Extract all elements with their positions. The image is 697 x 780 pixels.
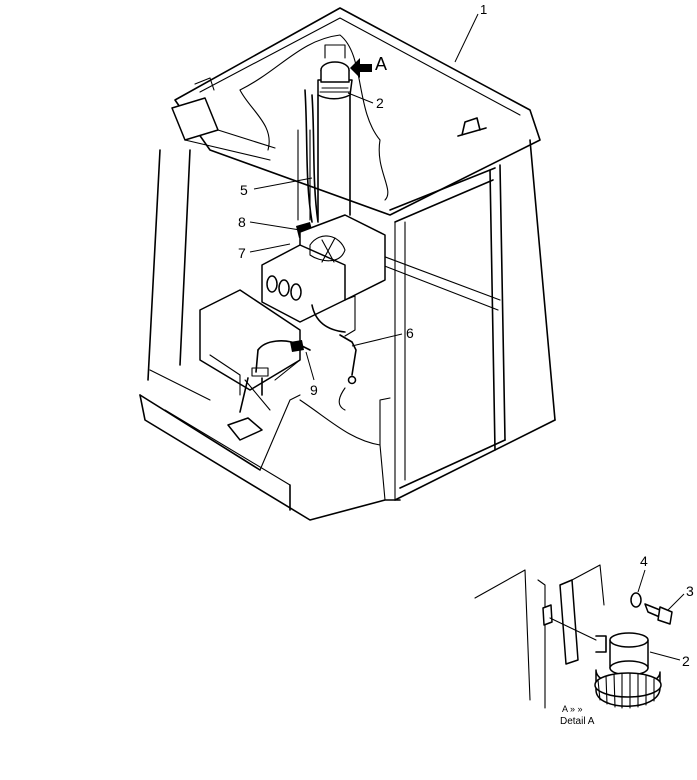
detail-mark: A » » [562,704,583,714]
callout-3: 3 [686,583,694,599]
callout-leaders [249,13,479,381]
cab-body [139,7,556,521]
view-arrow-label: A [375,54,387,74]
callout-7: 7 [238,245,246,261]
view-arrow: A [350,54,387,78]
detail-label: Detail A [560,716,595,727]
callout-6: 6 [406,325,414,341]
callout-2-detail: 2 [682,653,690,669]
detail-a-view [474,564,685,709]
callout-5: 5 [240,182,248,198]
callout-8: 8 [238,214,246,230]
wiring-harness [304,89,319,223]
switch-9 [239,340,311,413]
callout-4: 4 [640,553,648,569]
wire-6 [338,334,357,411]
callout-1: 1 [480,2,487,17]
callout-2: 2 [376,95,384,111]
callout-9: 9 [310,382,318,398]
control-console [261,214,386,337]
beacon-lamp [317,44,353,100]
